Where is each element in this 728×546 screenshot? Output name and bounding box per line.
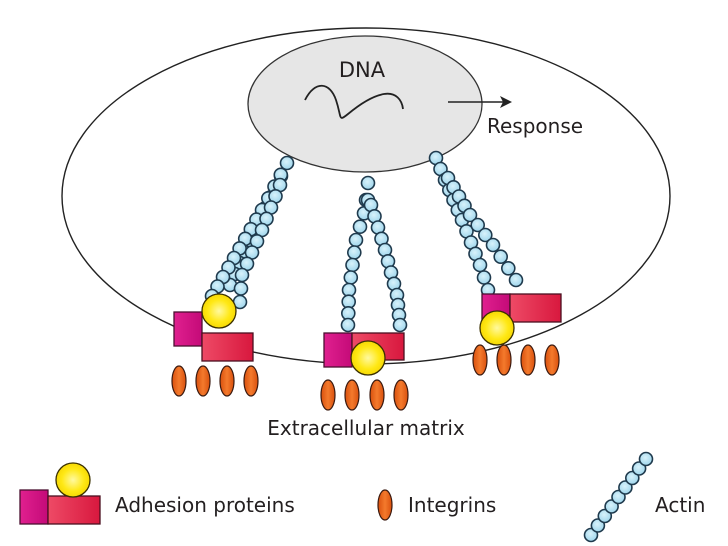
legend-label-adhesion: Adhesion proteins <box>115 493 295 517</box>
integrin <box>369 379 385 411</box>
actin-bead <box>392 317 408 333</box>
adhesion-site-right <box>472 293 562 376</box>
actin-bead <box>500 260 516 276</box>
integrin <box>320 379 336 411</box>
actin-bead <box>508 272 524 288</box>
legend-label-actin: Actin <box>655 493 705 517</box>
adhesion-site-left <box>171 293 259 397</box>
integrin <box>472 344 488 376</box>
integrin <box>520 344 536 376</box>
dna-strand-icon <box>304 84 404 119</box>
response-label: Response <box>487 114 583 138</box>
adhesion-protein-yellow <box>350 340 386 376</box>
integrin <box>496 344 512 376</box>
adhesion-protein-yellow <box>201 293 237 329</box>
actin-bead <box>346 245 362 260</box>
actin-bead <box>485 237 501 253</box>
actin-bead <box>352 219 368 234</box>
dna-label: DNA <box>339 58 386 82</box>
actin-bead <box>472 257 488 273</box>
adhesion-protein-icon <box>19 462 101 525</box>
adhesion-protein-magenta <box>173 311 203 347</box>
actin-bead <box>470 217 486 233</box>
legend-item-integrin: Integrins <box>377 489 496 521</box>
actin-bead <box>234 267 250 283</box>
integrin <box>544 344 560 376</box>
integrin <box>393 379 409 411</box>
adhesion-protein-red <box>509 293 562 323</box>
actin-bead <box>476 270 492 285</box>
legend: Adhesion proteins Integrins Actin <box>19 451 705 543</box>
integrin-icon <box>377 489 393 521</box>
adhesion-protein-yellow <box>479 310 515 346</box>
actin-bead <box>638 451 654 467</box>
response-arrow <box>448 96 512 108</box>
integrin <box>344 379 360 411</box>
legend-label-integrin: Integrins <box>408 493 496 517</box>
integrin <box>171 365 187 397</box>
actin-bead <box>462 207 478 223</box>
actin-bead <box>360 175 376 191</box>
adhesion-protein-magenta <box>323 332 353 368</box>
actin-filament-icon <box>583 451 654 543</box>
actin-bead <box>233 281 249 296</box>
integrin <box>243 365 259 397</box>
legend-item-actin: Actin <box>583 451 705 543</box>
adhesion-protein-red <box>201 332 254 362</box>
integrin <box>219 365 235 397</box>
legend-item-adhesion: Adhesion proteins <box>19 462 295 525</box>
actin-bead <box>348 232 364 248</box>
extracellular-matrix-label: Extracellular matrix <box>267 416 465 440</box>
nucleus <box>247 35 483 173</box>
actin-bead <box>340 317 356 333</box>
adhesion-site-center <box>320 332 409 411</box>
integrin <box>195 365 211 397</box>
actin-bead <box>345 257 360 273</box>
actin-bead <box>493 249 509 265</box>
actin-bead <box>343 270 359 285</box>
actin-bead <box>477 227 493 243</box>
actin-filaments <box>204 150 524 333</box>
actin-bead <box>279 155 295 171</box>
